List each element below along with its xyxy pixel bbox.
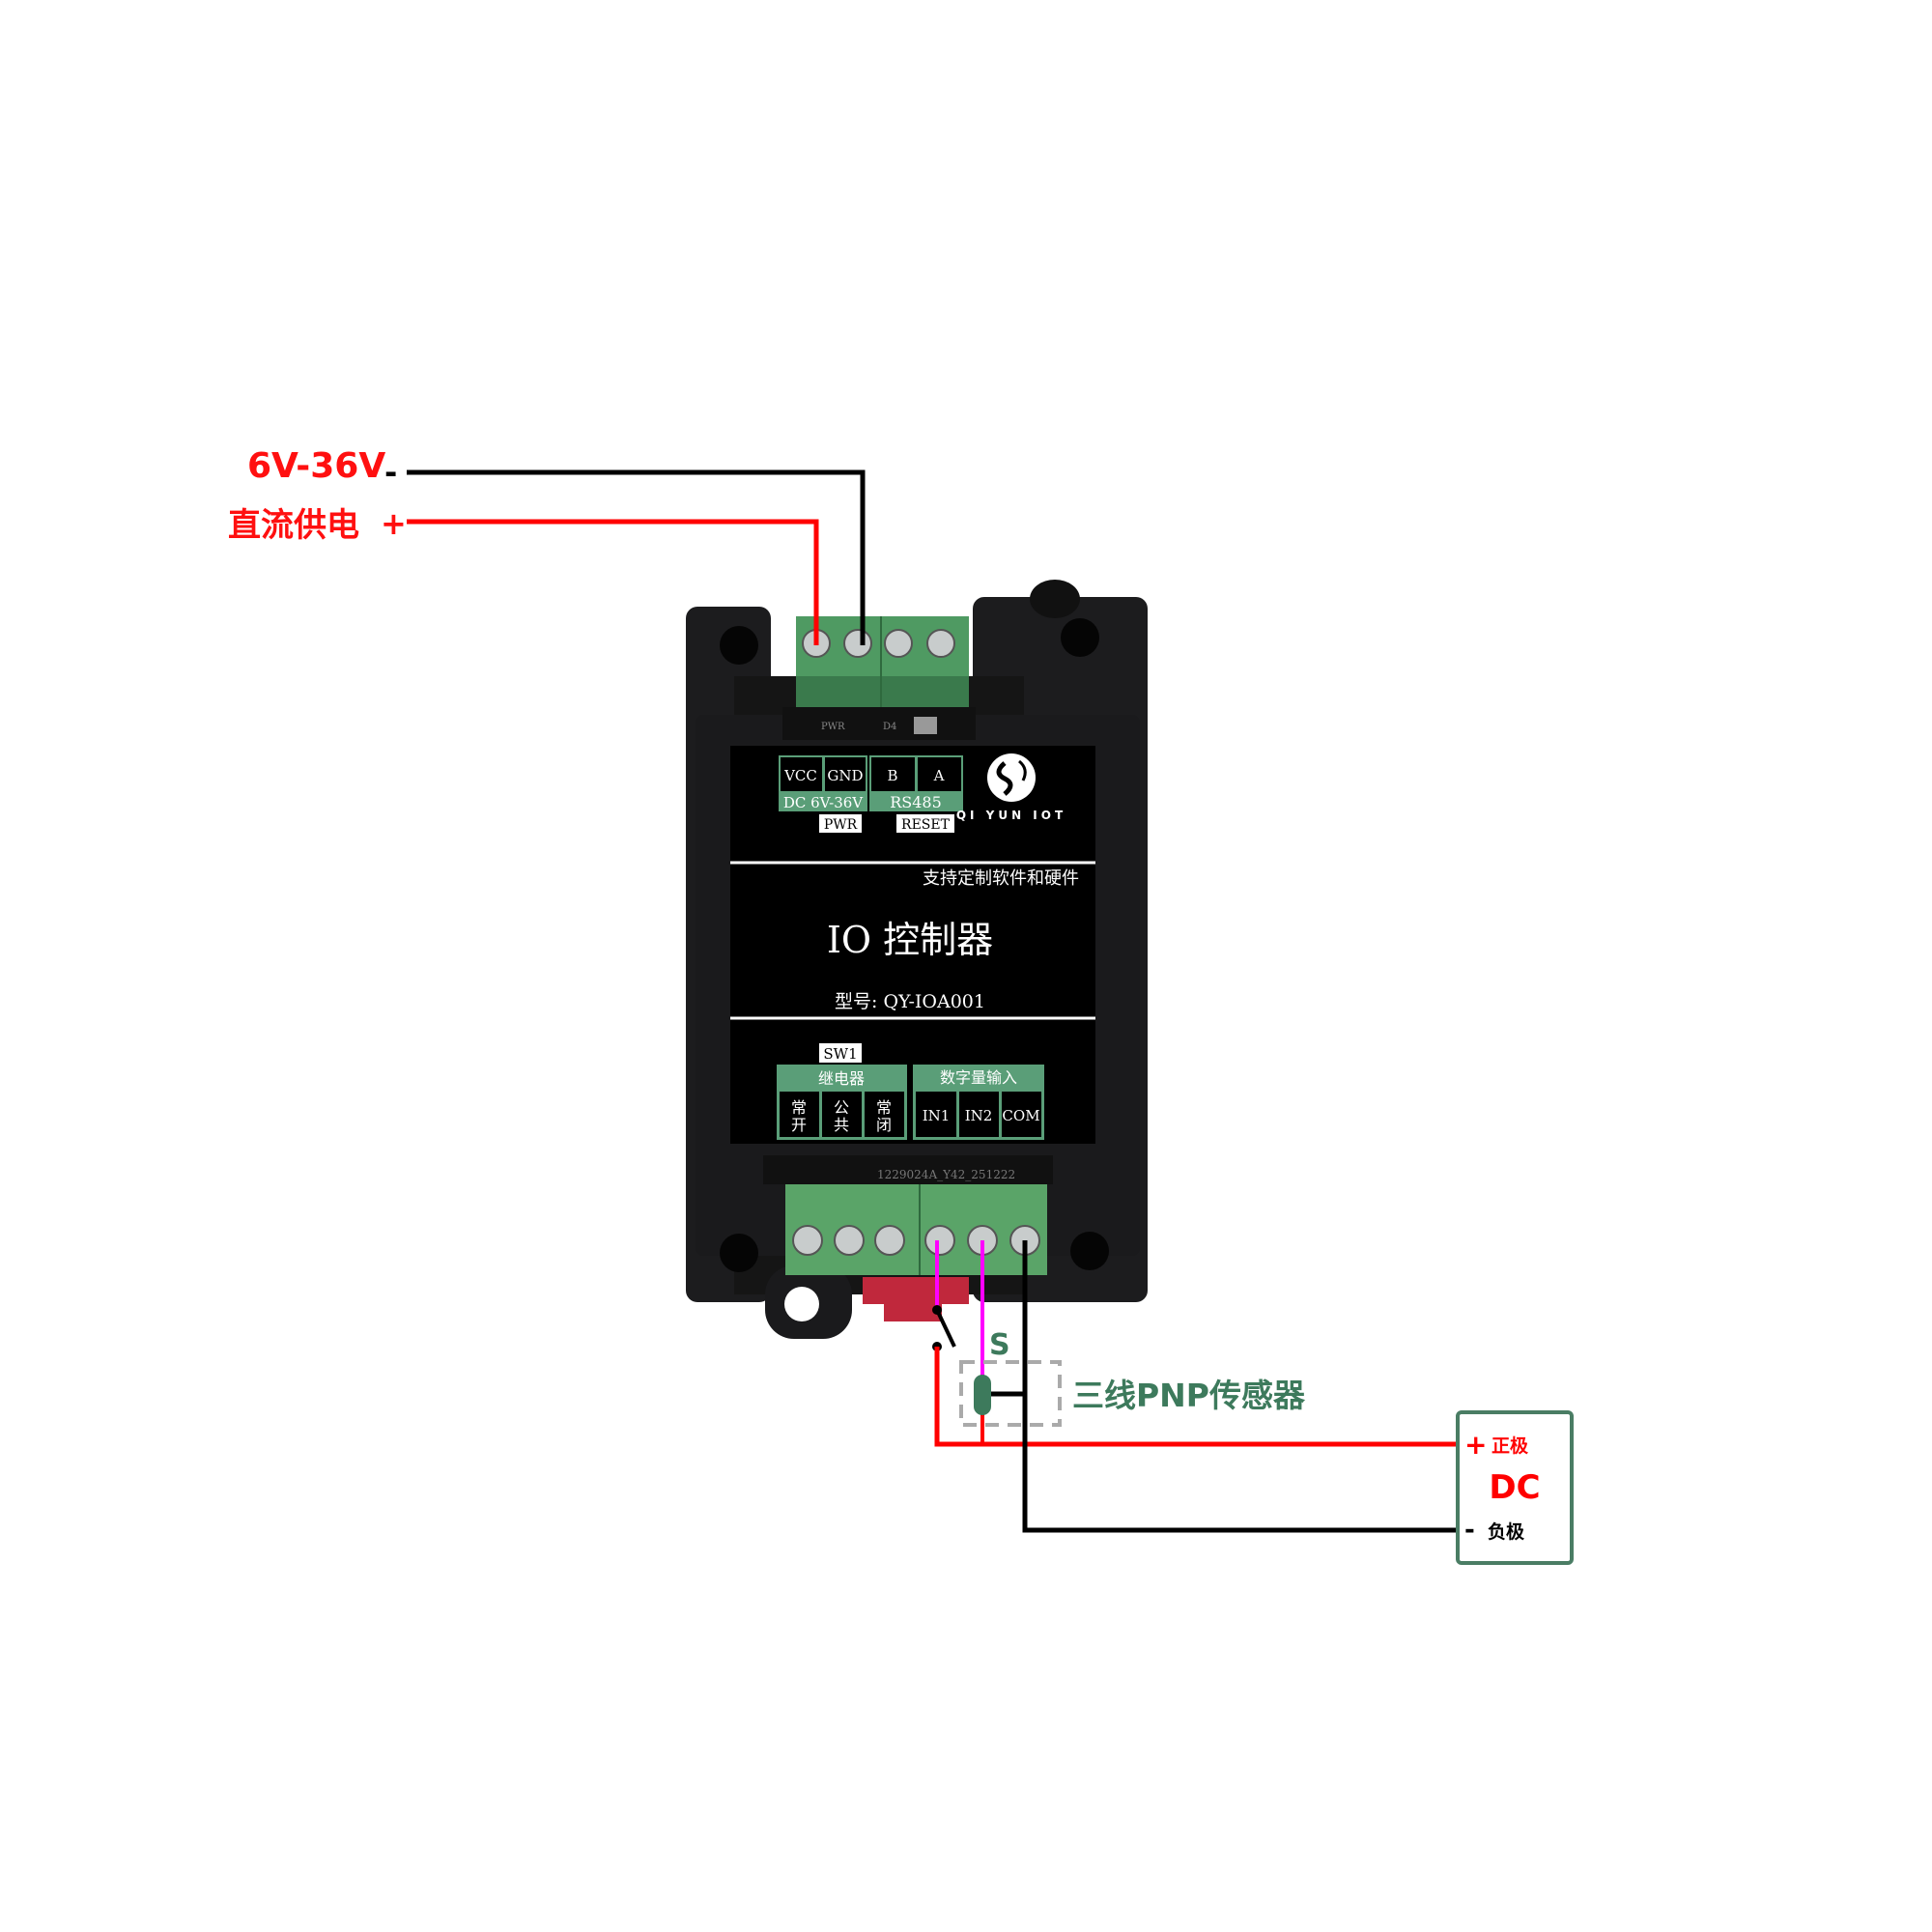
dc-negative-sign: - [1464,1516,1475,1545]
input-terminal-com: COM [1002,1107,1039,1124]
com-negative-wire [1022,1240,1459,1533]
terminal-screw[interactable] [926,629,955,658]
sensor-outline [959,1360,1062,1427]
terminal-screw[interactable] [792,1225,823,1256]
reset-tactile-button[interactable] [914,717,937,734]
relay-group-label: 继电器 [818,1069,865,1088]
pcb-pwr-text: PWR [821,722,845,732]
supply-negative-wire [407,469,866,645]
product-title: IO 控制器 [827,919,993,961]
pcb-serial-text: 1229024A_Y42_251222 [877,1168,1015,1181]
relay-terminal-com: 公共 [834,1098,849,1134]
terminal-label-vcc: VCC [783,767,817,784]
switch-label: SW1 [823,1045,857,1063]
rs485-group-label: RS485 [890,793,942,811]
model-number: 型号: QY-IOA001 [835,991,985,1012]
dc-title: DC [1489,1468,1540,1507]
power-group-label: DC 6V-36V [783,794,864,811]
input-terminal-in2: IN2 [965,1107,993,1124]
sensor-icon [974,1375,991,1415]
terminal-screw[interactable] [874,1225,905,1256]
supply-voltage-label: 6V-36V [247,446,385,486]
dc-power-source: + 正极 DC - 负极 [1456,1410,1574,1565]
relay-terminal-no: 常开 [791,1098,807,1134]
relay-terminal-nc: 常闭 [876,1098,892,1134]
terminal-screw[interactable] [843,629,872,658]
label-panel: VCC GND DC 6V-36V B A RS485 PWR RESET QI… [730,746,1095,1144]
mount-hole [1061,618,1099,657]
pwr-indicator-label: PWR [824,817,858,833]
switch-positive-wire [934,1347,1459,1447]
terminal-label-b: B [887,767,897,784]
supply-plus-sign: + [381,505,407,542]
pcb-d4-text: D4 [883,722,896,732]
terminal-screw[interactable] [884,629,913,658]
reset-label: RESET [901,817,951,833]
mount-hole [1070,1232,1109,1270]
tagline: 支持定制软件和硬件 [923,868,1079,889]
qi-yun-logo-icon [987,753,1036,802]
supply-minus-sign: - [384,454,397,491]
bottom-terminal-block: 1229024A_Y42_251222 [763,1155,1053,1275]
mount-hole [720,626,758,665]
dc-negative-label: 负极 [1488,1520,1525,1543]
input-group-label: 数字量输入 [940,1068,1017,1087]
terminal-label-a: A [933,767,945,784]
brand-name: QI YUN IOT [956,809,1066,822]
dc-positive-sign: + [1464,1429,1487,1461]
dc-positive-label: 正极 [1492,1435,1529,1457]
signal-label: S [989,1328,1010,1362]
terminal-screw[interactable] [924,1225,955,1256]
top-terminal-block: PWR D4 [782,616,976,740]
terminal-label-gnd: GND [827,767,863,784]
sensor-label: 三线PNP传感器 [1072,1377,1306,1414]
switch-lever [935,1309,956,1348]
mount-hole [720,1234,758,1272]
supply-type-label: 直流供电 [228,506,359,545]
terminal-screw[interactable] [834,1225,865,1256]
input-terminal-in1: IN1 [923,1107,951,1124]
